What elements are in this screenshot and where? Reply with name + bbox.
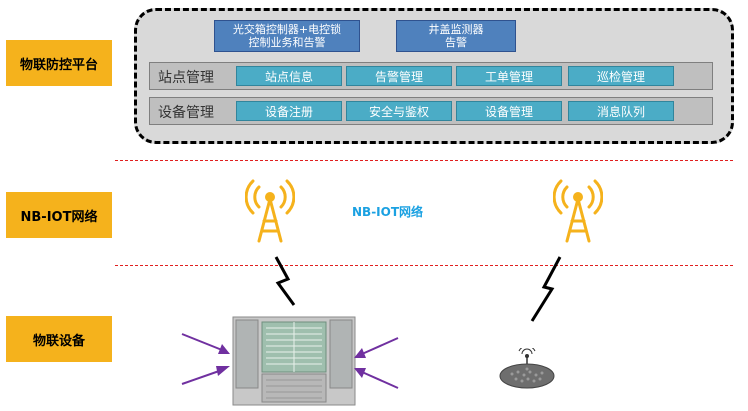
arrow-icon xyxy=(354,337,399,358)
manhole-cover-icon xyxy=(499,348,555,389)
lightning-icon xyxy=(274,256,296,306)
row-site-management: 站点管理 站点信息 告警管理 工单管理 巡检管理 xyxy=(149,62,713,90)
arrow-icon xyxy=(181,333,230,354)
top-box-line2: 告警 xyxy=(445,36,467,49)
top-box-cabinet-controller: 光交箱控制器+电控锁 控制业务和告警 xyxy=(214,20,360,52)
row-label: 设备管理 xyxy=(158,105,214,121)
layer-label-devices: 物联设备 xyxy=(6,316,112,362)
layer-label-network: NB-IOT网络 xyxy=(6,192,112,238)
cabinet-icon xyxy=(232,316,356,406)
divider-bottom xyxy=(115,265,733,266)
top-box-manhole-monitor: 井盖监测器 告警 xyxy=(396,20,516,52)
cell-message-queue: 消息队列 xyxy=(568,101,674,121)
cell-device-management: 设备管理 xyxy=(456,101,562,121)
layer-label-platform: 物联防控平台 xyxy=(6,40,112,86)
top-box-line1: 光交箱控制器+电控锁 xyxy=(232,23,342,36)
cell-tower-icon xyxy=(245,179,295,243)
top-box-line2: 控制业务和告警 xyxy=(248,36,326,49)
arrow-icon xyxy=(354,368,399,389)
arrow-icon xyxy=(181,366,230,385)
cell-device-registration: 设备注册 xyxy=(236,101,342,121)
cell-work-order-management: 工单管理 xyxy=(456,66,562,86)
lightning-icon xyxy=(530,256,562,322)
row-label: 站点管理 xyxy=(158,70,214,86)
cell-security-auth: 安全与鉴权 xyxy=(346,101,452,121)
network-label: NB-IOT网络 xyxy=(352,205,424,219)
cell-tower-icon xyxy=(553,179,603,243)
cell-site-info: 站点信息 xyxy=(236,66,342,86)
divider-top xyxy=(115,160,733,161)
row-device-management: 设备管理 设备注册 安全与鉴权 设备管理 消息队列 xyxy=(149,97,713,125)
cell-inspection-management: 巡检管理 xyxy=(568,66,674,86)
cell-alarm-management: 告警管理 xyxy=(346,66,452,86)
top-box-line1: 井盖监测器 xyxy=(428,23,484,36)
